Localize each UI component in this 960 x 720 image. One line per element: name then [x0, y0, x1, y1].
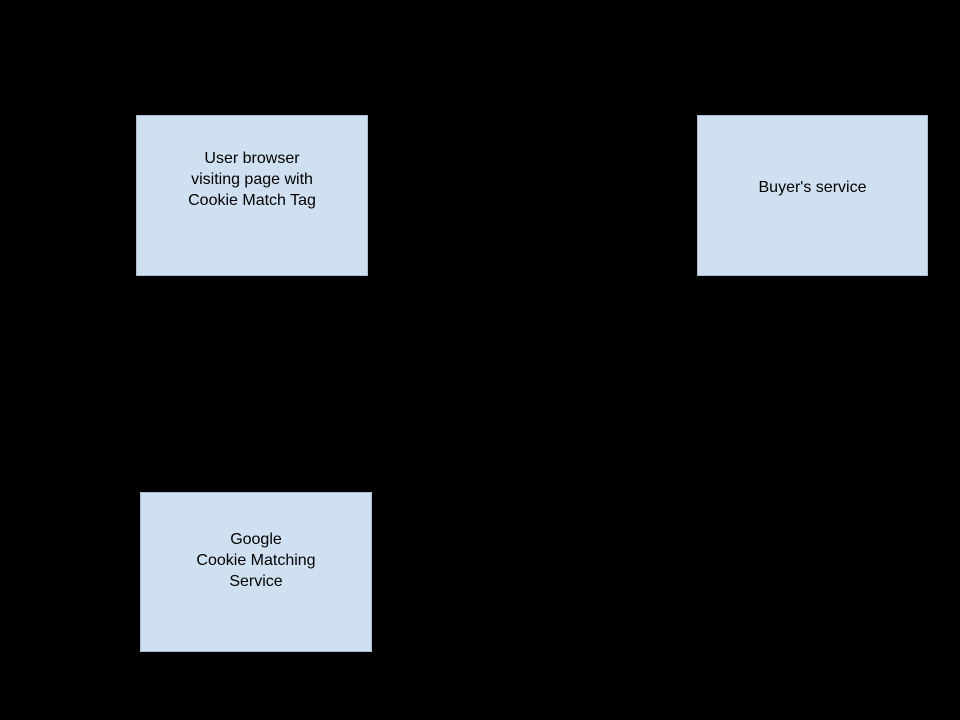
connector-google-cookie-matching-to-buyers-service [372, 572, 812, 573]
connector-user-browser-to-google-cookie-matching [252, 276, 253, 492]
node-buyers-service-label: Buyer's service [758, 179, 867, 196]
node-user-browser[interactable]: User browser visiting page with Cookie M… [136, 115, 368, 276]
node-user-browser-label: User browser visiting page with Cookie M… [188, 150, 316, 209]
node-google-cookie-matching-label: Google Cookie Matching Service [196, 530, 316, 590]
node-buyers-service[interactable]: Buyer's service [697, 115, 928, 276]
node-google-cookie-matching[interactable]: Google Cookie Matching Service [140, 492, 372, 652]
connector-user-browser-to-buyers-service [368, 195, 697, 196]
connector-buyers-service-riser [812, 276, 813, 572]
